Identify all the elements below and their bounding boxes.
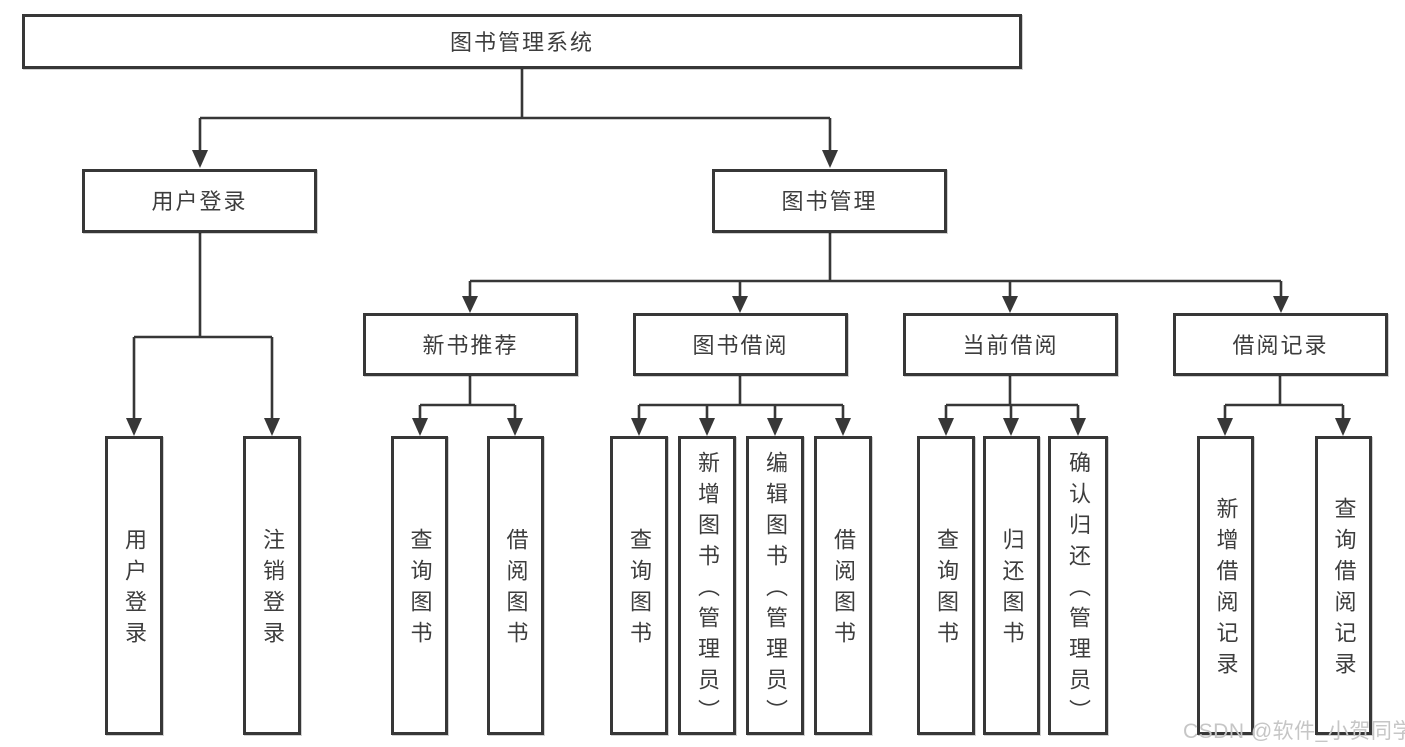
arrowhead (412, 418, 428, 436)
arrowhead (507, 418, 523, 436)
leaf-query-borrow-record: 查询借阅记录 (1315, 436, 1372, 735)
node-label: 编辑图书（管理员） (763, 450, 788, 730)
arrowhead (938, 418, 954, 436)
leaf-user-login: 用户登录 (105, 436, 163, 735)
node-label: 查询借阅记录 (1331, 497, 1357, 683)
leaf-logout: 注销登录 (243, 436, 301, 735)
leaf-query-books-borrow: 查询图书 (610, 436, 668, 735)
node-current-borrowing: 当前借阅 (903, 313, 1118, 376)
node-label: 借阅图书 (503, 528, 529, 652)
arrowhead (822, 150, 838, 168)
arrowhead (767, 418, 783, 436)
leaf-add-books-admin: 新增图书（管理员） (678, 436, 736, 735)
leaf-borrow-books-borrow: 借阅图书 (814, 436, 872, 735)
leaf-query-books-recommend: 查询图书 (391, 436, 448, 735)
arrowhead (631, 418, 647, 436)
connector-current-borrowing (944, 376, 1080, 419)
leaf-edit-books-admin: 编辑图书（管理员） (746, 436, 804, 735)
node-label: 图书管理系统 (449, 29, 594, 55)
connector-user-login (132, 233, 274, 419)
connector-book-borrowing (637, 376, 845, 419)
arrowhead (1273, 296, 1289, 313)
arrowhead (192, 150, 208, 168)
node-label: 查询图书 (407, 528, 433, 652)
arrowhead (1070, 418, 1086, 436)
connector-new-book (418, 376, 517, 419)
node-label: 借阅图书 (831, 528, 856, 652)
arrowhead (732, 296, 748, 313)
node-label: 用户登录 (151, 189, 248, 214)
arrowhead (462, 296, 478, 313)
node-label: 归还图书 (999, 528, 1025, 652)
node-label: 图书借阅 (692, 332, 789, 358)
node-book-borrowing: 图书借阅 (633, 313, 848, 376)
arrowhead (1002, 296, 1018, 313)
leaf-confirm-return-admin: 确认归还（管理员） (1048, 436, 1108, 735)
node-label: 借阅记录 (1232, 332, 1329, 358)
connector-root (198, 69, 832, 151)
leaf-query-books-current: 查询图书 (917, 436, 975, 735)
node-label: 查询图书 (627, 528, 652, 652)
arrowhead (126, 418, 142, 436)
node-label: 图书管理 (781, 189, 878, 214)
leaf-borrow-books-recommend: 借阅图书 (487, 436, 544, 735)
leaf-add-borrow-record: 新增借阅记录 (1197, 436, 1254, 735)
node-label: 新增图书（管理员） (695, 450, 720, 730)
node-borrowing-records: 借阅记录 (1173, 313, 1388, 376)
node-book-management: 图书管理 (712, 169, 947, 233)
arrowhead (1217, 418, 1233, 436)
node-label: 确认归还（管理员） (1066, 450, 1091, 730)
node-user-login: 用户登录 (82, 169, 317, 233)
node-label: 新书推荐 (422, 332, 519, 358)
node-library-management-system: 图书管理系统 (22, 14, 1022, 69)
node-label: 新增借阅记录 (1213, 497, 1239, 683)
arrowhead (264, 418, 280, 436)
arrowhead (835, 418, 851, 436)
node-new-book-recommendation: 新书推荐 (363, 313, 578, 376)
leaf-return-books: 归还图书 (983, 436, 1040, 735)
connector-borrowing-records (1223, 376, 1345, 419)
arrowhead (1335, 418, 1351, 436)
csdn-watermark: CSDN @软件_小贺同学 (1183, 720, 1405, 743)
connector-book-management (468, 233, 1283, 297)
node-label: 当前借阅 (962, 332, 1059, 358)
arrowhead (1003, 418, 1019, 436)
node-label: 用户登录 (122, 528, 147, 652)
arrowhead (699, 418, 715, 436)
node-label: 注销登录 (260, 528, 285, 652)
node-label: 查询图书 (934, 528, 959, 652)
